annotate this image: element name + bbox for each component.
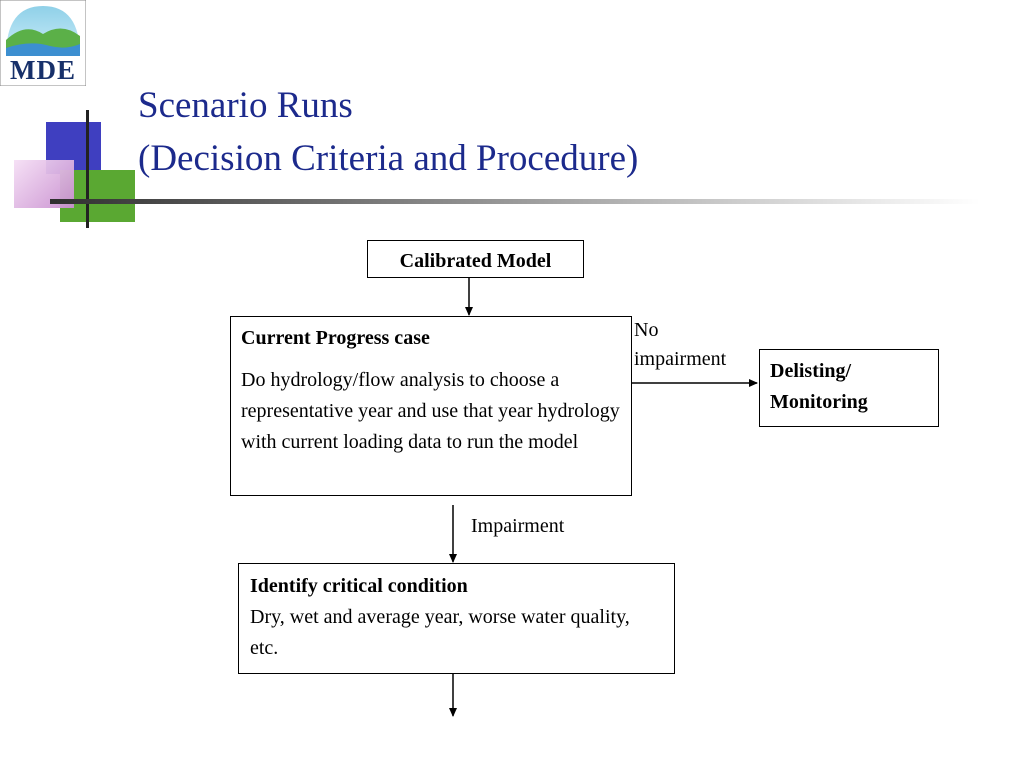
mde-logo (0, 0, 87, 87)
calibrated-model-box: Calibrated Model (367, 240, 584, 278)
current-progress-heading: Current Progress case (241, 327, 430, 349)
logo-text: MDE (10, 55, 76, 85)
delisting-line-2: Monitoring (770, 391, 868, 413)
decor-vertical-line (86, 110, 89, 228)
critical-condition-body: Dry, wet and average year, worse water q… (250, 606, 630, 659)
no-impairment-line-1: No (634, 319, 659, 341)
no-impairment-line-2: impairment (634, 348, 727, 370)
title-line-2: (Decision Criteria and Procedure) (138, 138, 639, 179)
no-impairment-label: No impairment (634, 315, 726, 374)
critical-condition-heading: Identify critical condition (250, 575, 468, 597)
delisting-line-1: Delisting/ (770, 360, 852, 382)
delisting-monitoring-box: Delisting/ Monitoring (759, 349, 939, 427)
current-progress-body: Do hydrology/flow analysis to choose a r… (241, 369, 620, 453)
impairment-label: Impairment (471, 515, 565, 537)
critical-condition-box: Identify critical condition Dry, wet and… (238, 563, 675, 674)
current-progress-box: Current Progress case Do hydrology/flow … (230, 316, 632, 496)
mde-logo-graphic (0, 0, 87, 87)
title-underline (50, 199, 980, 204)
title-line-1: Scenario Runs (138, 85, 353, 126)
slide-title: Scenario Runs (Decision Criteria and Pro… (138, 79, 958, 185)
